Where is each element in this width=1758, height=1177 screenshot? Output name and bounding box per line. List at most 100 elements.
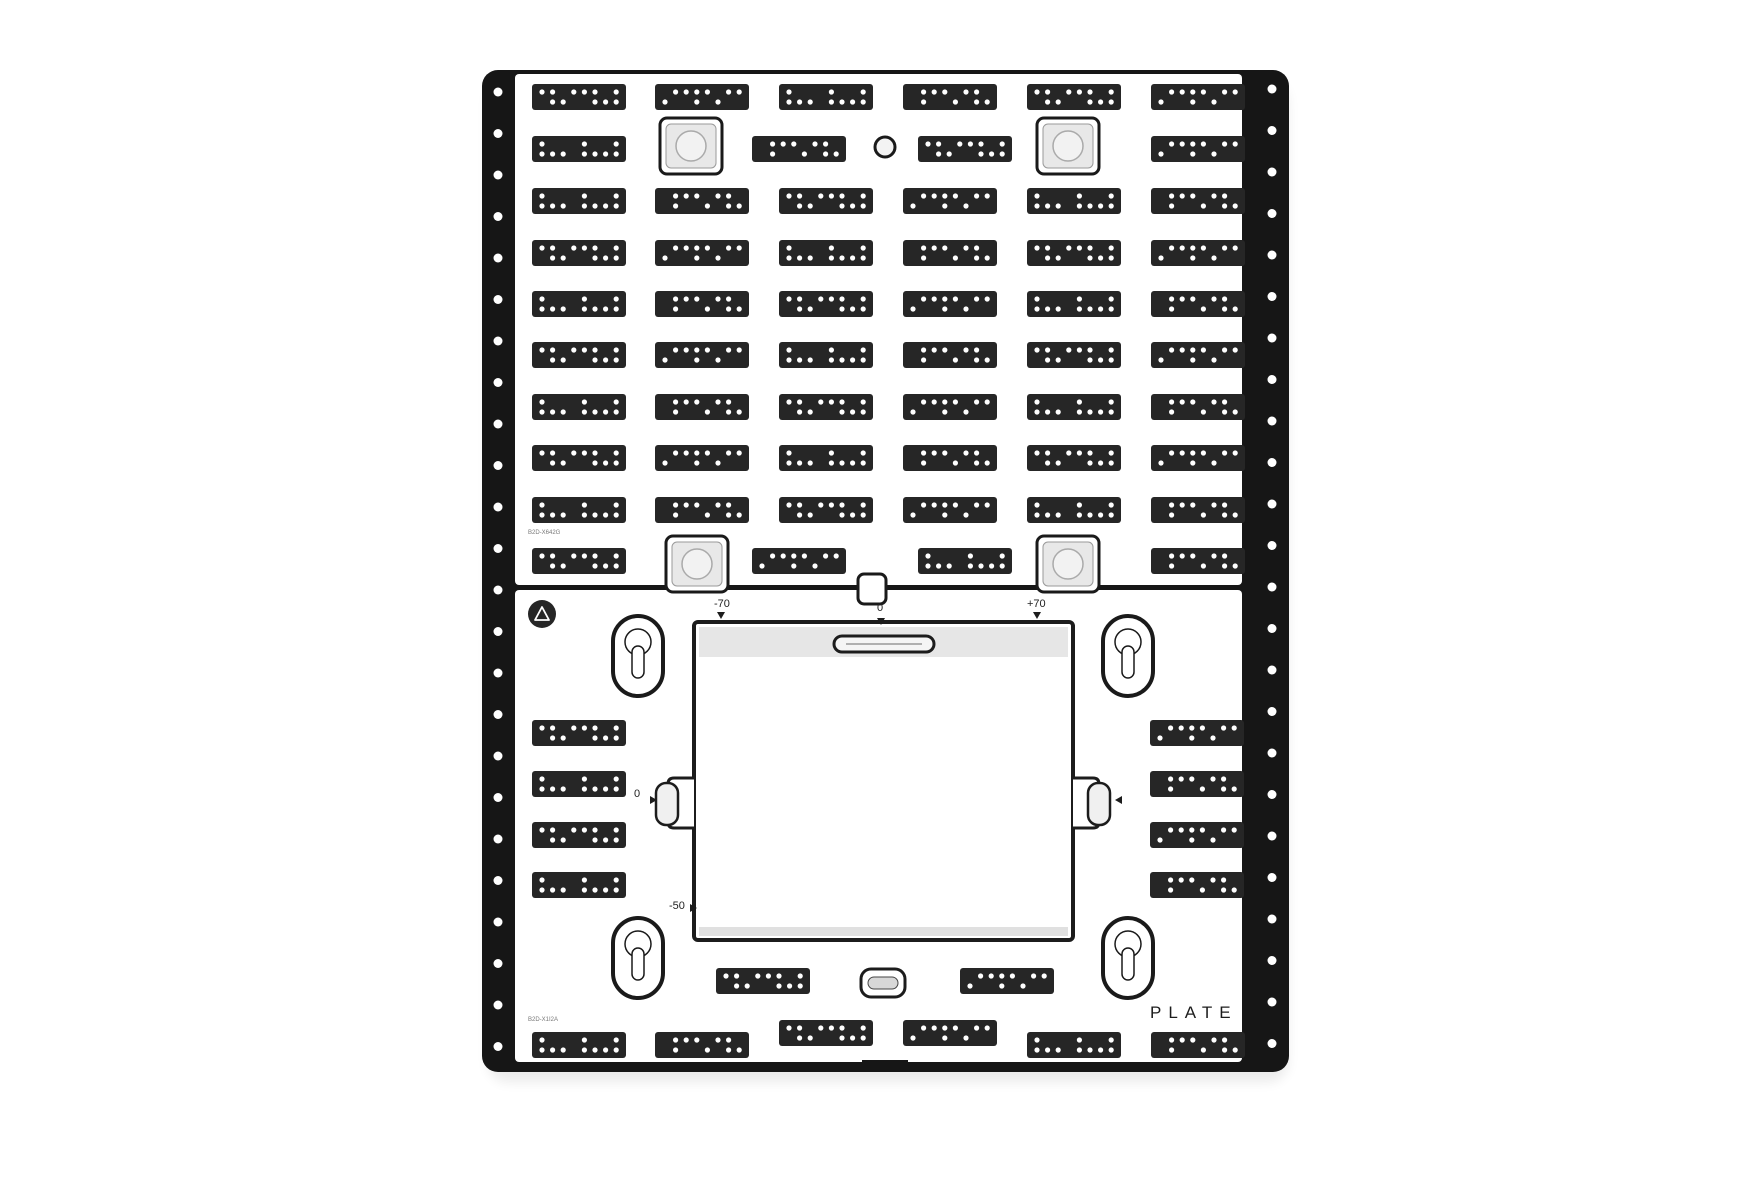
tile-dot xyxy=(860,1025,866,1031)
tile-dot xyxy=(1200,306,1206,312)
tile-dot xyxy=(715,255,721,261)
tile-dot xyxy=(592,357,598,363)
tile-dot xyxy=(1098,460,1104,466)
tile-dot xyxy=(550,786,556,792)
tile-dot xyxy=(860,450,866,456)
tile-dot xyxy=(931,1025,937,1031)
tile-dot xyxy=(1200,245,1206,251)
tile-dot xyxy=(1200,203,1206,209)
tile-dot xyxy=(1189,735,1195,741)
tile-dot xyxy=(1034,245,1040,251)
tile-dot xyxy=(1232,409,1238,415)
tile-dot xyxy=(1045,99,1051,105)
tile-body xyxy=(1027,342,1121,368)
tile-dot xyxy=(1179,141,1185,147)
tile-dot xyxy=(1034,203,1040,209)
tile-dot xyxy=(1222,296,1228,302)
tile-dot xyxy=(952,502,959,508)
tile-dot xyxy=(1190,296,1196,302)
tile-dot xyxy=(807,203,813,209)
tile-dot xyxy=(1211,357,1217,363)
tile-dot xyxy=(581,786,588,792)
tile-dot xyxy=(1190,502,1196,508)
tile-body xyxy=(779,1020,873,1046)
tile-dot xyxy=(1087,99,1093,105)
tile-dot xyxy=(967,563,974,569)
tile-body xyxy=(779,84,873,110)
left-clip xyxy=(654,781,680,827)
tile-body xyxy=(655,497,749,523)
tile-dot xyxy=(1221,776,1227,782)
tile-body xyxy=(1027,240,1121,266)
tile-dot xyxy=(683,296,689,302)
tile-dot xyxy=(1189,776,1195,782)
tile-dot xyxy=(828,89,835,95)
tile-body xyxy=(1151,342,1245,368)
edge-hole xyxy=(493,502,503,512)
tile-dot xyxy=(613,735,619,741)
cutout-opening xyxy=(699,657,1068,927)
edge-hole xyxy=(493,751,503,761)
tile-dot xyxy=(860,399,866,405)
tile-dot xyxy=(1076,193,1082,199)
tile-dot xyxy=(1087,357,1093,363)
tile-dot xyxy=(1034,1047,1040,1053)
tile-dot xyxy=(550,255,556,261)
tile xyxy=(918,548,1012,574)
tile-dot xyxy=(1169,193,1175,199)
tile xyxy=(1027,394,1121,420)
tile-dot xyxy=(581,296,588,302)
tile-dot xyxy=(581,1047,588,1053)
tile-dot xyxy=(860,296,866,302)
tile-dot xyxy=(974,1025,980,1031)
tile-dot xyxy=(1200,347,1206,353)
keyhole-slot xyxy=(611,614,665,698)
edge-hole xyxy=(1267,790,1277,799)
tile-dot xyxy=(613,347,619,353)
edge-hole xyxy=(493,419,503,429)
edge-hole xyxy=(1267,292,1277,301)
tile-dot xyxy=(963,512,969,518)
tile-dot xyxy=(550,450,556,456)
tile-dot xyxy=(1045,1047,1051,1053)
tile-dot xyxy=(704,512,711,518)
tile-dot xyxy=(1211,296,1217,302)
tile-dot xyxy=(726,1037,732,1043)
tile-dot xyxy=(571,450,577,456)
tile-dot xyxy=(765,973,772,979)
tile-dot xyxy=(770,141,776,147)
tile-dot xyxy=(592,347,598,353)
tile-dot xyxy=(1055,1047,1061,1053)
alignment-pin xyxy=(873,135,897,159)
tile-dot xyxy=(592,887,598,893)
tile-dot xyxy=(1221,725,1227,731)
edge-hole xyxy=(1267,707,1277,716)
tile-dot xyxy=(539,141,545,147)
tile-dot xyxy=(952,296,959,302)
tile-dot xyxy=(1210,837,1216,843)
tile-dot xyxy=(1158,460,1164,466)
tile-dot xyxy=(723,973,729,979)
tile-dot xyxy=(683,347,689,353)
tile-dot xyxy=(791,563,797,569)
tile-dot xyxy=(683,399,689,405)
tile-dot xyxy=(984,99,990,105)
tile xyxy=(1027,1032,1121,1058)
tile-dot xyxy=(839,203,845,209)
tile-dot xyxy=(839,502,845,508)
tile xyxy=(779,84,873,110)
tile-dot xyxy=(1034,1037,1040,1043)
tile-dot xyxy=(694,1037,700,1043)
tile xyxy=(655,291,749,317)
tile-dot xyxy=(694,502,700,508)
tile-dot xyxy=(1222,1037,1228,1043)
tile-dot xyxy=(1231,827,1237,833)
tile-dot xyxy=(828,347,835,353)
tile-dot xyxy=(1211,460,1217,466)
tile-dot xyxy=(967,141,974,147)
tile-dot xyxy=(560,735,566,741)
tile-dot xyxy=(1066,89,1072,95)
tile-body xyxy=(655,84,749,110)
tile-dot xyxy=(613,255,619,261)
